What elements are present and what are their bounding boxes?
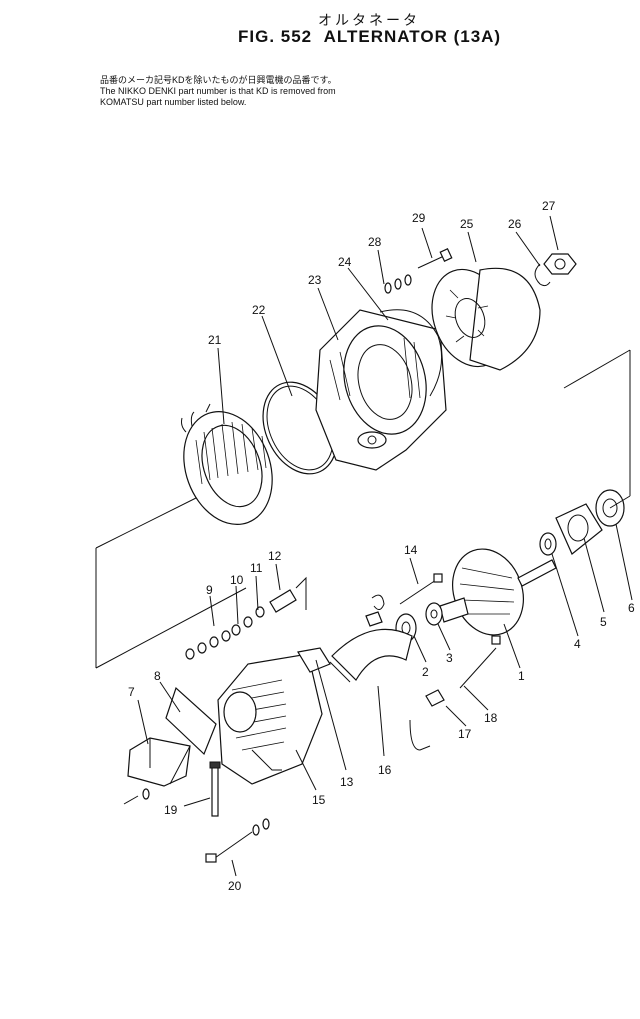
- clip-drawing: [371, 594, 385, 610]
- part-27-nut-drawing: [543, 253, 577, 275]
- callout-2: 2: [422, 665, 429, 679]
- callout-20: 20: [228, 879, 242, 893]
- callout-21: 21: [208, 333, 222, 347]
- callout-12: 12: [268, 549, 282, 563]
- note-japanese: 品番のメーカ記号KDを除いたものが日興電機の品番です。: [100, 75, 337, 85]
- figure-title: FIG. 552 ALTERNATOR (13A): [238, 27, 501, 47]
- part-15-rear-cover-drawing: [217, 653, 323, 785]
- figure-number: FIG. 552: [238, 27, 313, 46]
- callout-labels: 21 22 23 24 28 29 25 26 27 14 12 11 10 9…: [128, 199, 635, 893]
- part-1-rotor-drawing: [439, 548, 557, 636]
- callout-8: 8: [154, 669, 161, 683]
- callout-15: 15: [312, 793, 326, 807]
- note-english-line-1: The NIKKO DENKI part number is that KD i…: [100, 86, 336, 96]
- callout-18: 18: [484, 711, 498, 725]
- callout-1: 1: [518, 669, 525, 683]
- figure-title-japanese: オルタネータ: [318, 12, 420, 28]
- callout-23: 23: [308, 273, 322, 287]
- callout-11: 11: [250, 561, 263, 575]
- callout-6: 6: [628, 601, 635, 615]
- callout-13: 13: [340, 775, 354, 789]
- part-23-front-housing-drawing: [315, 309, 447, 471]
- misc-small-fasteners: [123, 788, 150, 805]
- part-17-18-clamp-bolt-drawing: [409, 635, 501, 751]
- alignment-line-lower: [295, 576, 307, 610]
- part-4-collar-drawing: [539, 532, 557, 556]
- callout-19: 19: [164, 803, 178, 817]
- callout-9: 9: [206, 583, 213, 597]
- callout-4: 4: [574, 637, 581, 651]
- callout-27: 27: [542, 199, 556, 213]
- part-3-spacer-drawing: [425, 602, 443, 626]
- leader-lines: [137, 215, 633, 877]
- terminal-drawing: [365, 611, 383, 627]
- part-16-cover-plate-drawing: [331, 628, 413, 681]
- part-9-12-terminal-hardware-drawing: [185, 589, 297, 660]
- callout-10: 10: [230, 573, 244, 587]
- callout-28: 28: [368, 235, 382, 249]
- part-5-bearing-cover-drawing: [555, 503, 603, 555]
- figure-name: ALTERNATOR (13A): [323, 27, 502, 46]
- alignment-line-right: [563, 349, 631, 509]
- part-26-snap-ring-drawing: [534, 263, 551, 287]
- callout-26: 26: [508, 217, 522, 231]
- callout-5: 5: [600, 615, 607, 629]
- note-english-line-2: KOMATSU part number listed below.: [100, 97, 247, 107]
- callout-14: 14: [404, 543, 418, 557]
- part-21-stator-drawing: [181, 403, 273, 525]
- callout-29: 29: [412, 211, 426, 225]
- figure-header: オルタネータ FIG. 552 ALTERNATOR (13A) 品番のメーカ記…: [0, 0, 640, 110]
- callout-24: 24: [338, 255, 352, 269]
- part-7-regulator-drawing: [127, 737, 191, 787]
- part-20-through-bolt-drawing: [205, 818, 270, 863]
- part-14-bolt-drawing: [399, 573, 443, 605]
- part-29-bolt-drawing: [417, 247, 453, 269]
- callout-17: 17: [458, 727, 472, 741]
- part-19-terminal-bolt-drawing: [209, 761, 221, 817]
- callout-16: 16: [378, 763, 392, 777]
- callout-22: 22: [252, 303, 266, 317]
- part-13-brush-holder-drawing: [297, 647, 351, 683]
- part-8-gasket-plate-drawing: [165, 686, 217, 756]
- part-28-washers-drawing: [384, 274, 412, 294]
- callout-3: 3: [446, 651, 453, 665]
- callout-25: 25: [460, 217, 474, 231]
- alignment-line-left: [95, 497, 247, 669]
- part-25-rear-housing-drawing: [431, 267, 541, 371]
- callout-7: 7: [128, 685, 135, 699]
